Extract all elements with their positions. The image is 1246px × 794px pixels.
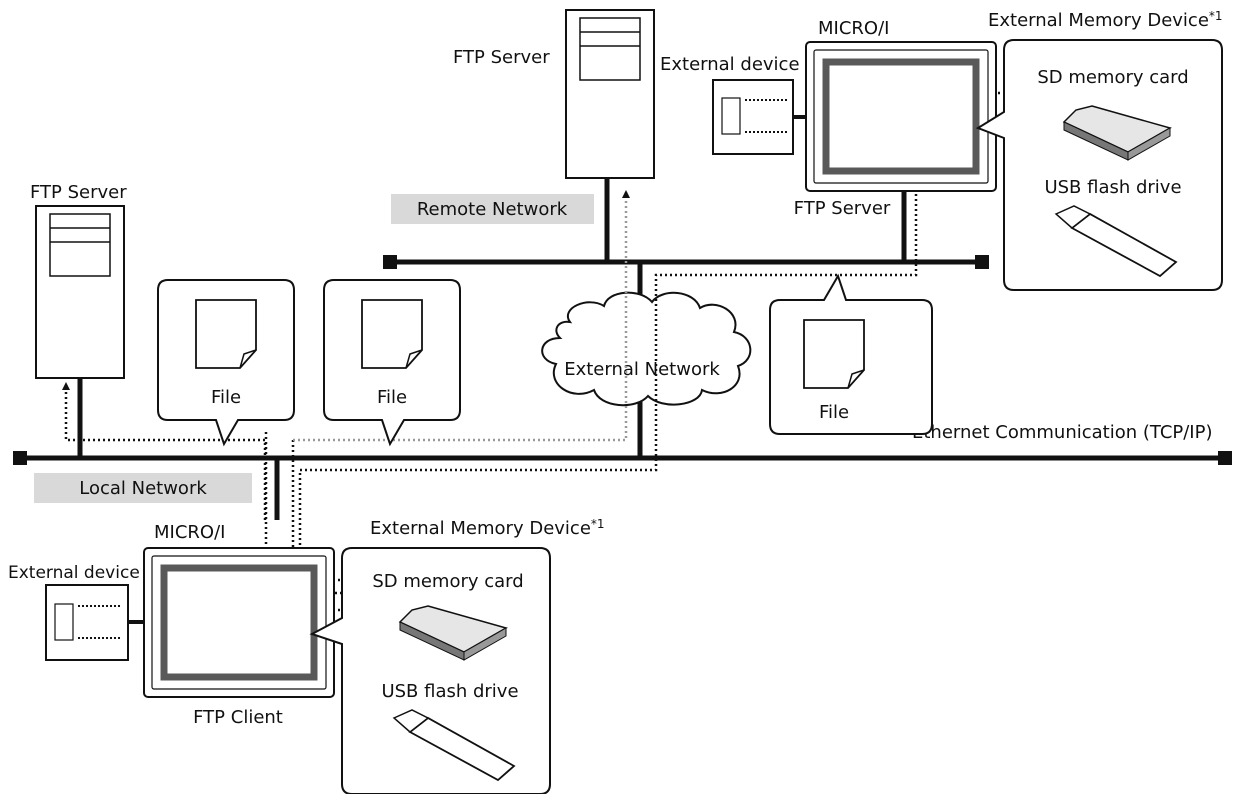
external-network-label: External Network bbox=[564, 359, 720, 380]
ext-mem-top-label: External Memory Device*1 bbox=[988, 9, 1223, 31]
file-icon bbox=[195, 299, 257, 369]
cloud-icon bbox=[541, 291, 752, 407]
sd-card-icon bbox=[398, 605, 508, 661]
external-device-bottom-label: External device bbox=[8, 563, 140, 583]
micro-top-label: MICRO/I bbox=[818, 18, 889, 39]
plc-icon bbox=[45, 584, 129, 661]
file-callout-3: File bbox=[769, 273, 933, 435]
svg-text:File: File bbox=[377, 387, 407, 408]
usb-drive-icon bbox=[1054, 205, 1178, 278]
svg-text:Local Network: Local Network bbox=[79, 478, 207, 499]
file-callout-2: File bbox=[323, 279, 461, 447]
ext-mem-top-bubble bbox=[975, 39, 1223, 291]
micro-i-panel-icon bbox=[805, 41, 997, 192]
external-device-top-label: External device bbox=[660, 54, 800, 75]
server-icon bbox=[565, 9, 655, 179]
svg-text:File: File bbox=[211, 387, 241, 408]
usb-drive-icon bbox=[392, 709, 516, 782]
ftp-server-left-label: FTP Server bbox=[30, 182, 127, 203]
ftp-server-top-label: FTP Server bbox=[453, 47, 550, 68]
svg-text:Remote Network: Remote Network bbox=[417, 199, 568, 220]
ext-mem-bottom-label: External Memory Device*1 bbox=[370, 517, 605, 539]
micro-i-panel-icon bbox=[143, 547, 335, 698]
local-network-label: Local Network bbox=[34, 473, 252, 503]
remote-network-line bbox=[383, 255, 989, 269]
ftp-server-micro-label: FTP Server bbox=[794, 198, 891, 219]
ftp-client-label: FTP Client bbox=[193, 707, 283, 728]
sd-bottom-label: SD memory card bbox=[372, 571, 523, 592]
svg-text:File: File bbox=[819, 402, 849, 423]
file-icon bbox=[361, 299, 423, 369]
usb-bottom-label: USB flash drive bbox=[381, 681, 518, 702]
ethernet-label: Ethernet Communication (TCP/IP) bbox=[912, 422, 1213, 443]
usb-top-label: USB flash drive bbox=[1044, 177, 1181, 198]
plc-icon bbox=[712, 79, 794, 155]
remote-network-label: Remote Network bbox=[391, 194, 594, 224]
micro-bottom-label: MICRO/I bbox=[154, 522, 225, 543]
local-ethernet-line bbox=[13, 451, 1232, 465]
sd-card-icon bbox=[1062, 105, 1172, 161]
file-callout-1: File bbox=[157, 279, 295, 447]
server-icon bbox=[35, 205, 125, 379]
file-icon bbox=[803, 319, 865, 389]
sd-top-label: SD memory card bbox=[1037, 67, 1188, 88]
